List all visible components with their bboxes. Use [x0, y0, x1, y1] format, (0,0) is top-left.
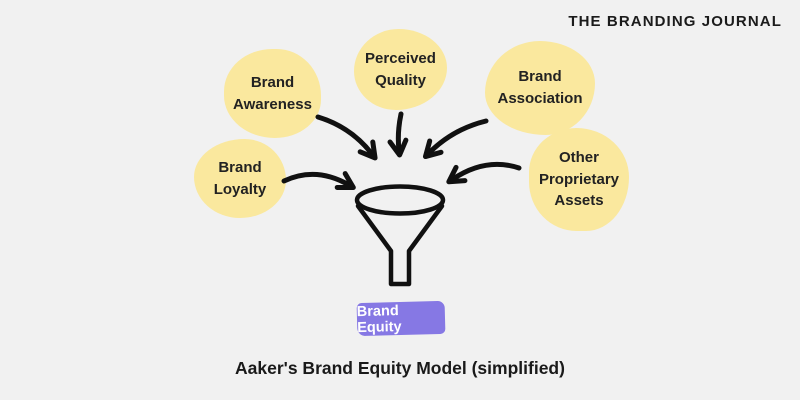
bubble-brand-awareness: Brand Awareness: [224, 49, 321, 138]
funnel-icon: [354, 184, 446, 287]
arrow-other-proprietary-assets-icon: [446, 161, 522, 185]
arrow-perceived-quality-icon: [387, 111, 409, 158]
arrow-brand-association-icon: [422, 118, 489, 160]
bubble-perceived-quality: Perceived Quality: [354, 29, 447, 110]
bubble-label: Brand Association: [497, 68, 583, 107]
diagram-caption: Aaker's Brand Equity Model (simplified): [235, 358, 565, 378]
brand-journal-logo: THE BRANDING JOURNAL: [568, 13, 782, 30]
bubble-other-proprietary-assets: Other Proprietary Assets: [529, 128, 629, 231]
arrow-brand-awareness-icon: [315, 114, 378, 161]
bubble-brand-association: Brand Association: [485, 41, 595, 135]
bubble-label: Other Proprietary Assets: [538, 148, 620, 210]
bubble-label: Brand Awareness: [233, 73, 312, 113]
bubble-label: Brand Loyalty: [213, 158, 267, 198]
bubble-label: Perceived Quality: [365, 49, 436, 89]
bubble-brand-loyalty: Brand Loyalty: [194, 139, 286, 218]
arrow-brand-loyalty-icon: [281, 171, 356, 190]
brand-equity-badge: Brand Equity: [356, 300, 446, 337]
